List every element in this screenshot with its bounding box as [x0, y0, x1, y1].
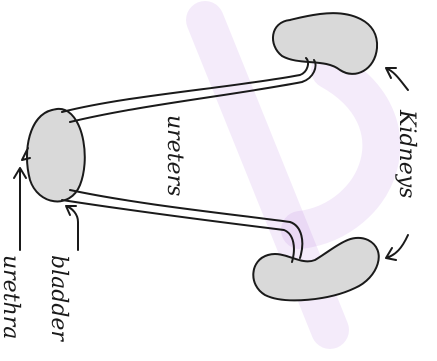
- bladder-arrow: [66, 206, 78, 250]
- bladder: [27, 109, 85, 202]
- kidneys-arrow-up: [386, 68, 408, 90]
- upper-ureter: [62, 58, 316, 122]
- kidneys-label: Kidneys: [394, 109, 419, 198]
- bladder-label: bladder: [46, 255, 71, 342]
- kidneys-arrow-down: [386, 235, 408, 260]
- urethra-label: urethra: [0, 255, 23, 339]
- urethra-arrow: [14, 168, 26, 250]
- ureters-label: ureters: [162, 115, 187, 196]
